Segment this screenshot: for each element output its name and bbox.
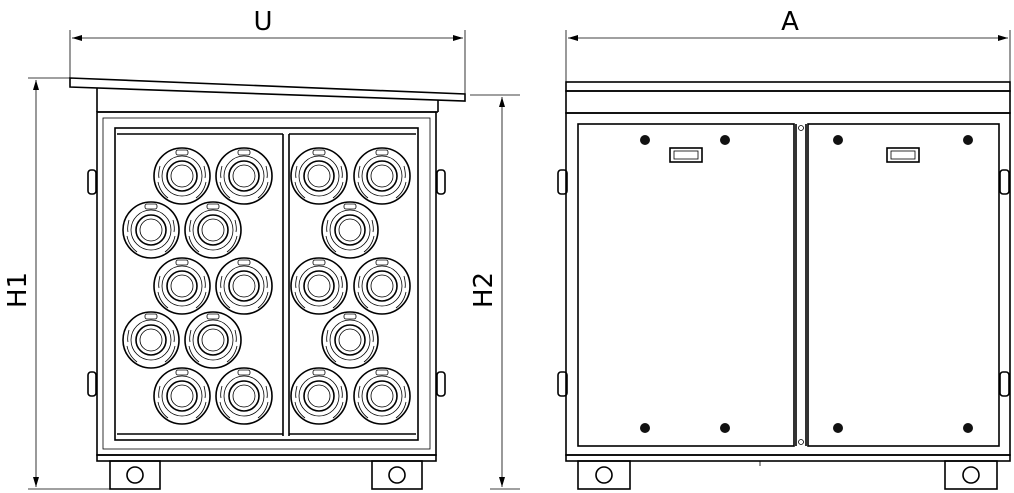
socket-outlet-8 [184,311,242,369]
dimension-a: A [565,7,1011,82]
socket-outlet-2 [215,147,273,205]
front-roof [565,81,1011,92]
socket-outlet-15 [353,257,411,315]
side-foot-left [109,460,161,490]
socket-outlet-9 [153,367,211,425]
door-right-handle [886,147,920,163]
door-right [807,123,1000,447]
socket-outlet-14 [290,257,348,315]
side-hinges [87,169,446,397]
door-left-handle [669,147,703,163]
side-roof [69,77,466,102]
dimension-label-h2: H2 [469,272,499,308]
side-foot-right [371,460,423,490]
door-bolts [640,135,973,433]
front-view: A H2 [469,7,1011,490]
front-enclosure [565,112,1011,456]
dimension-label-a: A [781,7,799,37]
front-foot-right [944,460,998,490]
socket-outlet-17 [290,367,348,425]
side-mounting-panel [114,127,419,441]
dimension-u: U [69,7,466,95]
socket-outlet-18 [353,367,411,425]
dimension-h1: H1 [3,77,110,490]
side-view: U H1 [3,7,466,490]
socket-outlet-16 [321,311,379,369]
socket-outlet-10 [215,367,273,425]
socket-outlet-11 [290,147,348,205]
socket-outlet-7 [122,311,180,369]
dimension-h2: H2 [469,94,520,490]
socket-outlet-3 [122,201,180,259]
socket-grid [122,147,411,425]
socket-outlet-12 [353,147,411,205]
dimension-label-u: U [253,7,272,37]
side-enclosure [96,111,437,456]
socket-outlet-4 [184,201,242,259]
door-left [577,123,795,447]
front-hinges [557,169,1010,397]
socket-outlet-1 [153,147,211,205]
socket-outlet-6 [215,257,273,315]
socket-outlet-13 [321,201,379,259]
front-foot-left [577,460,631,490]
dimension-label-h1: H1 [3,272,33,308]
socket-outlet-5 [153,257,211,315]
